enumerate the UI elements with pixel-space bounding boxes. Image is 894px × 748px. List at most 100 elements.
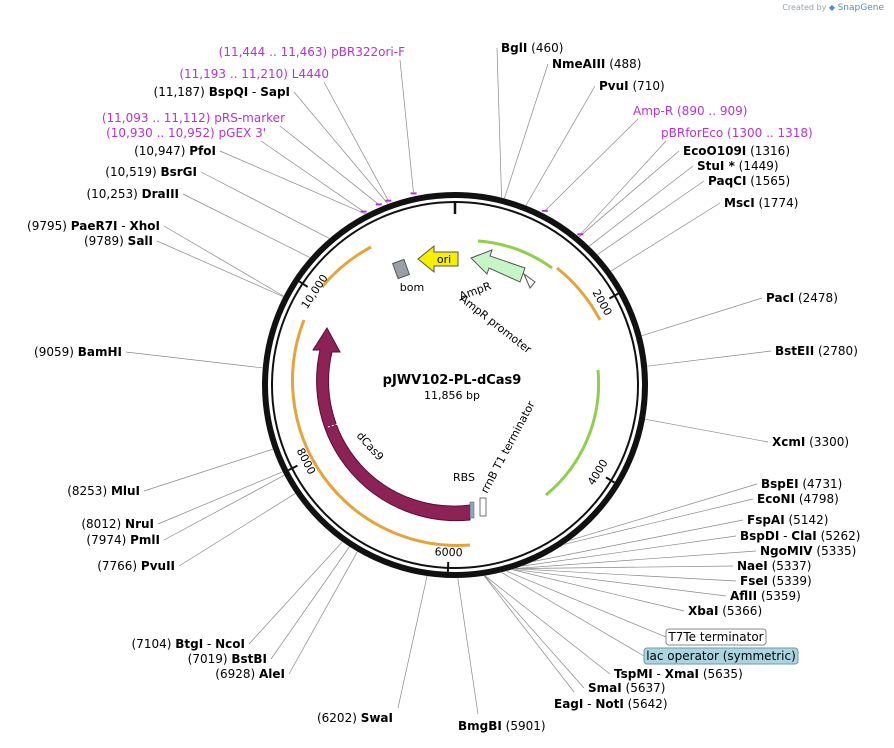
restriction-site[interactable]: FspAI (5142) xyxy=(747,513,828,527)
restriction-site[interactable]: NmeAIII (488) xyxy=(552,57,641,71)
restriction-site[interactable]: (10,947) PfoI xyxy=(134,144,216,158)
restriction-site[interactable]: XcmI (3300) xyxy=(772,435,849,449)
restriction-site[interactable]: (9059) BamHI xyxy=(34,345,122,359)
restriction-site[interactable]: EagI - NotI (5642) xyxy=(554,697,668,711)
restriction-site[interactable]: SmaI (5637) xyxy=(588,681,665,695)
restriction-site[interactable]: NgoMIV (5335) xyxy=(760,544,856,558)
site-label: (9795) PaeR7I - XhoI xyxy=(27,219,160,233)
orange-feature-left-large[interactable] xyxy=(291,319,471,547)
restriction-site[interactable]: (11,187) BspQI - SapI xyxy=(154,85,290,99)
ampr-promoter-label: AmpR promoter xyxy=(457,292,534,356)
site-position: (4731) xyxy=(799,477,843,491)
site-label: MscI (1774) xyxy=(724,196,798,210)
site-name-2: XmaI xyxy=(665,667,699,681)
orange-feature-top-left[interactable] xyxy=(320,245,372,288)
plasmid-name: pJWV102-PL-dCas9 xyxy=(383,373,522,388)
site-name: PaqCI xyxy=(708,174,746,188)
site-label: EcoNI (4798) xyxy=(757,492,839,506)
restriction-site[interactable]: (10,519) BsrGI xyxy=(105,165,197,179)
restriction-site[interactable]: BspEI (4731) xyxy=(761,477,842,491)
site-position: (10,947) xyxy=(134,144,189,158)
restriction-site[interactable]: PacI (2478) xyxy=(766,291,838,305)
site-label: SmaI (5637) xyxy=(588,681,665,695)
rrnb-label: rrnB T1 terminator xyxy=(478,399,538,496)
restriction-site[interactable]: XbaI (5366) xyxy=(688,604,762,618)
restriction-site[interactable]: (10,253) DraIII xyxy=(86,187,179,201)
bom-box[interactable] xyxy=(391,258,411,280)
restriction-site[interactable]: PvuI (710) xyxy=(599,79,665,93)
ampr-arrow[interactable] xyxy=(470,249,526,283)
ampr-promoter-arrow[interactable] xyxy=(522,272,536,289)
site-label: (7019) BstBI xyxy=(188,652,267,666)
created-by-text: Created by xyxy=(782,3,827,12)
restriction-site[interactable]: BglI (460) xyxy=(501,41,563,55)
site-label: BmgBI (5901) xyxy=(458,719,546,733)
primer-range: (10,930 .. 10,952) xyxy=(106,126,218,140)
rbs-box[interactable] xyxy=(469,501,475,519)
restriction-site[interactable]: (7766) PvuII xyxy=(97,559,175,573)
restriction-site[interactable]: TspMI - XmaI (5635) xyxy=(614,667,743,681)
green-feature-top[interactable] xyxy=(477,239,553,270)
restriction-site[interactable]: MscI (1774) xyxy=(724,196,798,210)
ori-arrow[interactable] xyxy=(417,244,459,274)
site-leader-line xyxy=(270,546,350,660)
restriction-site[interactable]: (7104) BtgI - NcoI xyxy=(132,637,246,651)
primer-range: (11,193 .. 11,210) xyxy=(179,67,291,81)
ori-label: ori xyxy=(437,253,451,266)
primer[interactable]: pBRforEco (1300 .. 1318) xyxy=(661,126,813,140)
green-feature-right[interactable] xyxy=(545,369,601,497)
rrnb-box[interactable] xyxy=(479,497,487,517)
site-name: StuI * xyxy=(697,159,736,173)
restriction-site[interactable]: EcoNI (4798) xyxy=(757,492,839,506)
primer[interactable]: (11,093 .. 11,112) pRS-marker xyxy=(102,111,285,125)
restriction-site[interactable]: PaqCI (1565) xyxy=(708,174,790,188)
site-leader-line xyxy=(457,577,479,715)
restriction-site[interactable]: (7974) PmlI xyxy=(86,533,160,547)
restriction-site[interactable]: EcoO109I (1316) xyxy=(683,144,790,158)
site-label: BspDI - ClaI (5262) xyxy=(740,529,860,543)
site-position: (710) xyxy=(629,79,665,93)
restriction-site[interactable]: (8253) MluI xyxy=(67,484,140,498)
plasmid-size: 11,856 bp xyxy=(424,389,480,402)
restriction-site[interactable]: StuI * (1449) xyxy=(697,159,779,173)
restriction-site[interactable]: BstEII (2780) xyxy=(775,344,858,358)
primer-name: Amp-R xyxy=(633,104,673,118)
boxed-feature-text: lac operator (symmetric) xyxy=(646,649,796,663)
ring-tick-line xyxy=(608,292,619,300)
site-position: (7974) xyxy=(86,533,130,547)
site-position: (5142) xyxy=(785,513,829,527)
restriction-site[interactable]: FseI (5339) xyxy=(740,574,812,588)
boxed-feature-label[interactable]: lac operator (symmetric) xyxy=(643,647,799,665)
site-leader-line xyxy=(483,575,575,693)
site-labels: (11,187) BspQI - SapI (10,947) PfoI (10,51… xyxy=(27,41,860,733)
site-position: (9059) xyxy=(34,345,78,359)
restriction-site[interactable]: BspDI - ClaI (5262) xyxy=(740,529,860,543)
orange-feature-right[interactable] xyxy=(556,266,602,321)
site-separator: - xyxy=(583,697,595,711)
restriction-site[interactable]: (8012) NruI xyxy=(81,517,154,531)
restriction-site[interactable]: BmgBI (5901) xyxy=(458,719,546,733)
primer-name: pBR322ori-F xyxy=(331,45,405,59)
primer[interactable]: (11,193 .. 11,210) L4440 xyxy=(179,67,329,81)
site-position: (460) xyxy=(527,41,563,55)
primer-leader-line xyxy=(260,140,364,212)
site-name: PacI xyxy=(766,291,794,305)
restriction-site[interactable]: (6202) SwaI xyxy=(317,711,393,725)
restriction-site[interactable]: (7019) BstBI xyxy=(188,652,267,666)
primer-range: (1300 .. 1318) xyxy=(723,126,813,140)
primer[interactable]: (11,444 .. 11,463) pBR322ori-F xyxy=(219,45,405,59)
site-leader-line xyxy=(511,569,685,612)
ring-tick-label: 4000 xyxy=(585,457,611,488)
restriction-site[interactable]: (9795) PaeR7I - XhoI xyxy=(27,219,160,233)
site-name: AleI xyxy=(259,667,285,681)
primer[interactable]: (10,930 .. 10,952) pGEX 3' xyxy=(106,126,266,140)
site-position: (1316) xyxy=(746,144,790,158)
restriction-site[interactable]: NaeI (5337) xyxy=(737,559,811,573)
site-separator: - xyxy=(203,637,215,651)
site-position: (10,253) xyxy=(86,187,141,201)
restriction-site[interactable]: AflII (5359) xyxy=(730,589,801,603)
primer[interactable]: Amp-R (890 .. 909) xyxy=(633,104,747,118)
restriction-site[interactable]: (6928) AleI xyxy=(215,667,285,681)
restriction-site[interactable]: (9789) SalI xyxy=(84,234,153,248)
boxed-feature-label[interactable]: T7Te terminator xyxy=(665,628,767,646)
